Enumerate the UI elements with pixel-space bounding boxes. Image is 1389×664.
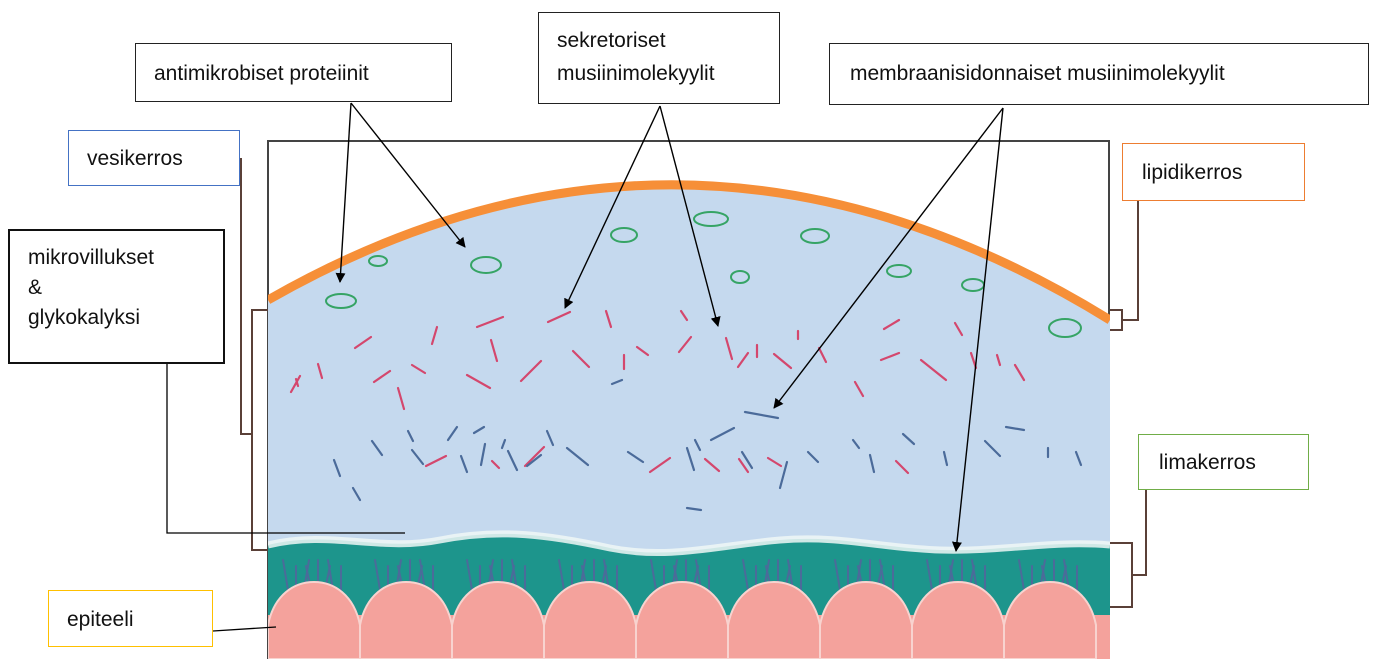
bracket-lipid-connector [1122, 200, 1155, 320]
label-antimicrobial-proteins: antimikrobiset proteiinit [135, 43, 452, 102]
bracket-microvilli [252, 310, 268, 550]
label-secretory-line2: musiinimolekyylit [557, 58, 779, 91]
label-water-layer: vesikerros [68, 130, 240, 186]
label-microvilli-line2: & [28, 273, 223, 303]
label-epithelium: epiteeli [48, 590, 213, 647]
bracket-lipid-layer [1110, 310, 1122, 330]
label-secretory-line1: sekretoriset [557, 25, 779, 58]
bracket-mucus-layer [1110, 543, 1132, 607]
label-epithelium-text: epiteeli [67, 608, 134, 631]
label-mucus-layer: limakerros [1138, 434, 1309, 490]
connector-epithelium [213, 627, 276, 631]
label-water-text: vesikerros [87, 147, 183, 170]
label-mucus-text: limakerros [1159, 451, 1256, 474]
epithelium-cells [268, 582, 1110, 659]
bracket-water-layer [241, 158, 252, 434]
label-membrane-mucins: membraanisidonnaiset musiinimolekyylit [829, 43, 1369, 105]
label-membrane-text: membraanisidonnaiset musiinimolekyylit [850, 62, 1225, 85]
label-antimicrobial-text: antimikrobiset proteiinit [154, 62, 369, 85]
label-microvilli-glycocalyx: mikrovillukset & glykokalyksi [8, 229, 225, 364]
bracket-mucus-connector [1132, 489, 1146, 575]
label-lipid-layer: lipidikerros [1122, 143, 1305, 201]
label-microvilli-line1: mikrovillukset [28, 243, 223, 273]
label-lipid-text: lipidikerros [1142, 161, 1242, 184]
label-microvilli-line3: glykokalyksi [28, 303, 223, 333]
label-secretory-mucins: sekretoriset musiinimolekyylit [538, 12, 780, 104]
